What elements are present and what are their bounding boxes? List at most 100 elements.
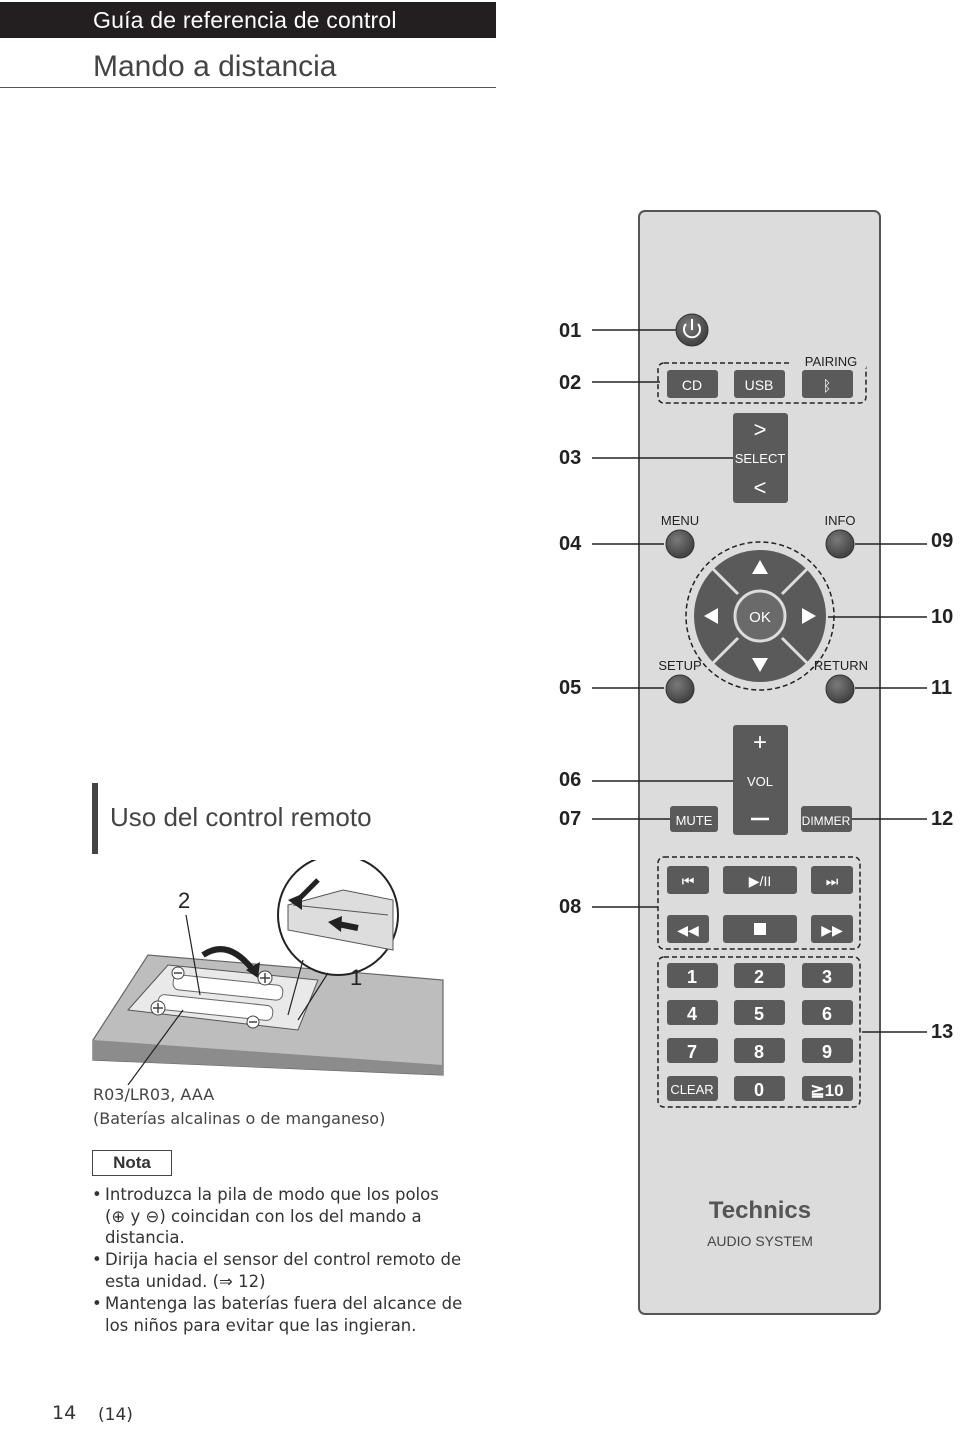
play-pause-button[interactable] — [723, 866, 797, 894]
info-button[interactable] — [825, 529, 855, 559]
callout-02: 02 — [559, 372, 582, 394]
play-pause-icon: ▶/II — [749, 873, 771, 889]
select-button[interactable] — [733, 413, 788, 503]
callout-13: 13 — [931, 1021, 954, 1043]
number-label: 3 — [822, 967, 832, 987]
number-button[interactable] — [802, 1000, 853, 1025]
number-button[interactable] — [734, 1000, 785, 1025]
cd-button[interactable] — [667, 370, 718, 398]
number-label: 6 — [822, 1004, 832, 1024]
number-label: 1 — [687, 967, 697, 987]
zero-button[interactable] — [734, 1076, 785, 1101]
select-next-icon: > — [754, 417, 767, 442]
rewind-button[interactable] — [667, 915, 709, 943]
number-button[interactable] — [667, 1000, 718, 1025]
page-number: 14 — [52, 1402, 77, 1424]
menu-label: MENU — [661, 513, 699, 528]
number-button[interactable] — [734, 1038, 785, 1063]
callout-03: 03 — [559, 447, 582, 469]
setup-button[interactable] — [665, 674, 695, 704]
numeric-group-outline — [657, 956, 861, 1108]
page-sub-number: (14) — [98, 1405, 133, 1425]
number-button[interactable] — [802, 1038, 853, 1063]
skip-back-button[interactable] — [667, 866, 709, 894]
note-line: Dirija hacia el sensor del control remot… — [105, 1250, 462, 1269]
usb-label: USB — [745, 377, 774, 393]
mute-button[interactable] — [670, 806, 718, 832]
number-label: 9 — [822, 1042, 832, 1062]
battery-description: (Baterías alcalinas o de manganeso) — [93, 1109, 386, 1128]
insert-arrow-icon — [201, 946, 256, 972]
ok-label: OK — [749, 609, 771, 626]
skip-forward-button[interactable] — [811, 866, 853, 894]
section-marker — [92, 783, 98, 854]
section-heading: Guía de referencia de control — [93, 7, 397, 33]
ok-button[interactable] — [733, 589, 787, 643]
zero-label: 0 — [754, 1080, 764, 1100]
remote-back-edge — [93, 1040, 443, 1075]
return-button[interactable] — [825, 674, 855, 704]
number-label: 2 — [754, 967, 764, 987]
step-label-1: 1 — [350, 965, 362, 990]
usb-button[interactable] — [734, 370, 785, 398]
rewind-icon: ◀◀ — [677, 922, 699, 938]
callout-10: 10 — [931, 606, 954, 628]
cd-label: CD — [682, 377, 702, 393]
brand-logo: Technics — [709, 1197, 811, 1224]
bluetooth-button[interactable] — [802, 370, 853, 398]
usage-section-title: Uso del control remoto — [110, 802, 372, 832]
up-arrow-icon[interactable] — [752, 560, 768, 574]
source-group-outline — [657, 362, 867, 404]
header-bar — [0, 2, 496, 38]
menu-button[interactable] — [665, 529, 695, 559]
note-line: esta unidad. (⇒ 12) — [105, 1271, 266, 1291]
note-line: (⊕ y ⊖) coincidan con los del mando a — [105, 1206, 422, 1226]
dimmer-label: DIMMER — [802, 814, 851, 828]
battery-insertion-illustration: 2 1 — [92, 860, 444, 1085]
ten-plus-button[interactable] — [802, 1076, 853, 1101]
callout-12: 12 — [931, 808, 954, 830]
skip-forward-icon: ⏭ — [826, 873, 839, 889]
title-divider — [0, 87, 496, 88]
info-label: INFO — [824, 513, 855, 528]
battery-1 — [172, 974, 284, 1001]
step-label-2: 2 — [178, 888, 190, 913]
battery-type: R03/LR03, AAA — [93, 1085, 215, 1104]
note-item-1: • Introduzca la pila de modo que los pol… — [92, 1184, 473, 1249]
clear-button[interactable] — [667, 1076, 718, 1101]
pairing-label: PAIRING — [805, 354, 858, 369]
note-label: Nota — [92, 1150, 172, 1176]
callout-05: 05 — [559, 677, 582, 699]
down-arrow-icon[interactable] — [752, 658, 768, 672]
right-arrow-icon[interactable] — [802, 608, 816, 624]
fast-forward-button[interactable] — [811, 915, 853, 943]
note-line: los niños para evitar que las ingieran. — [105, 1315, 417, 1335]
vol-label: VOL — [747, 774, 773, 789]
note-item-3: • Mantenga las baterías fuera del alcanc… — [92, 1293, 473, 1336]
note-line: Introduzca la pila de modo que los polos — [105, 1185, 439, 1204]
number-button[interactable] — [734, 963, 785, 988]
setup-label: SETUP — [658, 658, 701, 673]
callout-07: 07 — [559, 808, 582, 830]
number-button[interactable] — [667, 1038, 718, 1063]
note-line: distancia. — [105, 1228, 185, 1247]
callout-06: 06 — [559, 769, 582, 791]
power-icon — [683, 323, 701, 339]
skip-back-icon: ⏮ — [682, 873, 695, 889]
stop-icon — [754, 923, 766, 935]
volume-up-icon: + — [753, 729, 767, 756]
brand-subtitle: AUDIO SYSTEM — [707, 1233, 813, 1249]
dpad-outline — [685, 541, 835, 691]
note-item-2: • Dirija hacia el sensor del control rem… — [92, 1249, 473, 1292]
clear-label: CLEAR — [670, 1082, 713, 1097]
number-button[interactable] — [802, 963, 853, 988]
number-button[interactable] — [667, 963, 718, 988]
callout-04: 04 — [559, 533, 582, 555]
left-arrow-icon[interactable] — [704, 608, 718, 624]
dimmer-button[interactable] — [801, 806, 852, 832]
number-label: 5 — [754, 1004, 764, 1024]
callout-01: 01 — [559, 320, 582, 342]
volume-button[interactable] — [733, 725, 788, 835]
